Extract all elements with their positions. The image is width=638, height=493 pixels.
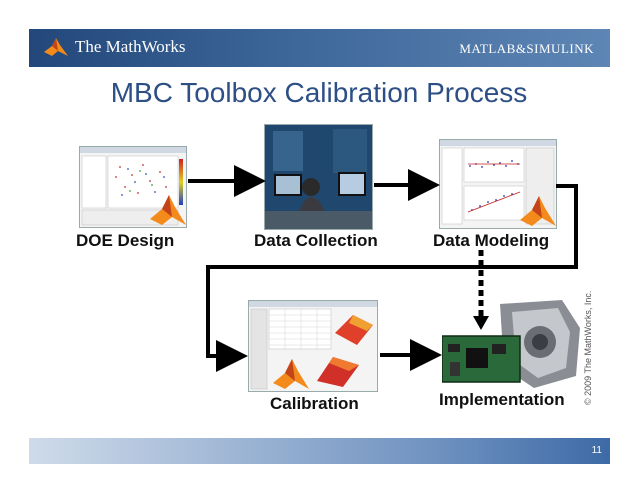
- model-fit-plots-image: [440, 140, 556, 225]
- scatter-3d-image: [80, 147, 186, 226]
- implementation-image: [441, 298, 582, 390]
- ecu-engine-image: [441, 300, 580, 388]
- label-doe-design: DOE Design: [76, 231, 175, 250]
- logo-text: The MathWorks: [75, 37, 186, 56]
- footer-bar: 11: [29, 438, 610, 464]
- label-implementation: Implementation: [439, 390, 565, 409]
- doe-design-screenshot: [79, 146, 187, 228]
- mathworks-logo: The MathWorks: [43, 36, 186, 58]
- calibration-screenshot: [248, 300, 378, 392]
- page-number: 11: [591, 445, 602, 456]
- membrane-logo-icon: [273, 359, 309, 389]
- slide-title: MBC Toolbox Calibration Process: [110, 77, 528, 108]
- label-data-modeling: Data Modeling: [433, 231, 550, 250]
- label-calibration: Calibration: [270, 394, 359, 413]
- copyright-text: © 2009 The MathWorks, Inc.: [583, 290, 593, 405]
- brand-text: MATLAB&SIMULINK: [459, 41, 594, 56]
- header-bar: The MathWorks MATLAB&SIMULINK: [29, 29, 610, 67]
- data-collection-photo: [264, 124, 373, 230]
- calibration-surfaces-image: [249, 301, 377, 390]
- test-cell-photo: [265, 125, 372, 229]
- data-modeling-screenshot: [439, 139, 557, 229]
- membrane-logo-icon: [150, 195, 186, 225]
- membrane-logo-icon: [44, 38, 68, 56]
- arrow-modeling-to-calibration: [206, 184, 578, 372]
- membrane-logo-icon: [520, 196, 556, 226]
- label-data-collection: Data Collection: [254, 231, 378, 250]
